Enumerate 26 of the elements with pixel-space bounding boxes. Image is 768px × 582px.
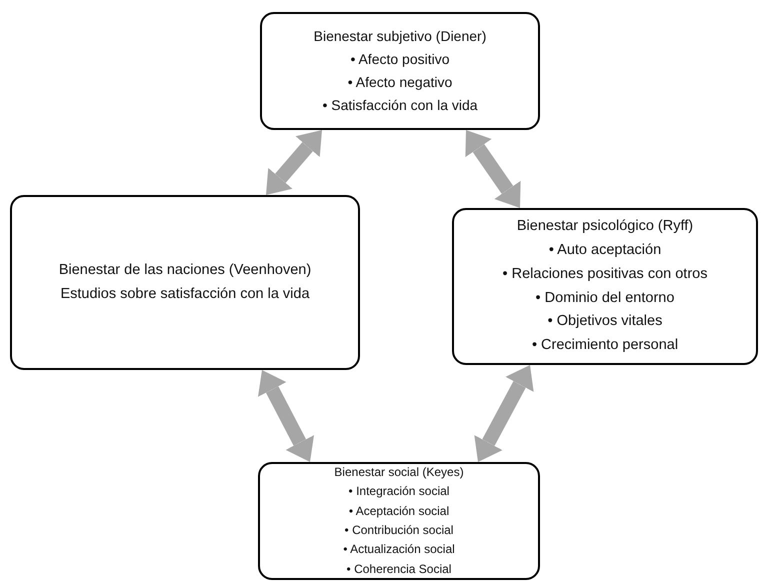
rounded-box xyxy=(452,208,758,365)
bullet-item: • Crecimiento personal xyxy=(532,336,678,356)
bullet-item: • Afecto negativo xyxy=(348,73,452,92)
bullet-item: • Aceptación social xyxy=(348,502,450,520)
bullet-item: • Objetivos vitales xyxy=(548,312,662,332)
box-heading: Bienestar subjetivo (Diener) xyxy=(314,26,486,46)
bullet-item: • Auto aceptación xyxy=(548,240,662,260)
box-heading: Bienestar social (Keyes) xyxy=(334,464,464,481)
bullet-item: • Integración social xyxy=(348,483,450,500)
box-heading: Bienestar de las naciones (Veenhoven) xyxy=(58,260,312,280)
rounded-box xyxy=(258,462,540,580)
double-headed-arrow xyxy=(258,370,314,462)
double-headed-arrow xyxy=(266,130,322,195)
bullet-item: • Contribución social xyxy=(344,522,454,539)
bullet-item: • Satisfacción con la vida xyxy=(322,96,478,116)
bullet-item: • Dominio del entorno xyxy=(536,288,674,308)
bullet-item: Estudios sobre satisfacción con la vida xyxy=(60,284,310,304)
bullet-item: • Relaciones positivas con otros xyxy=(502,264,708,284)
bullet-item: • Coherencia Social xyxy=(346,560,452,578)
double-headed-arrow xyxy=(474,365,534,462)
box-heading: Bienestar psicológico (Ryff) xyxy=(516,216,694,236)
bullet-item: • Afecto positivo xyxy=(350,50,450,69)
rounded-box xyxy=(260,12,540,130)
rounded-box xyxy=(10,195,360,370)
double-headed-arrow xyxy=(465,130,521,208)
bullet-item: • Actualización social xyxy=(343,541,455,558)
